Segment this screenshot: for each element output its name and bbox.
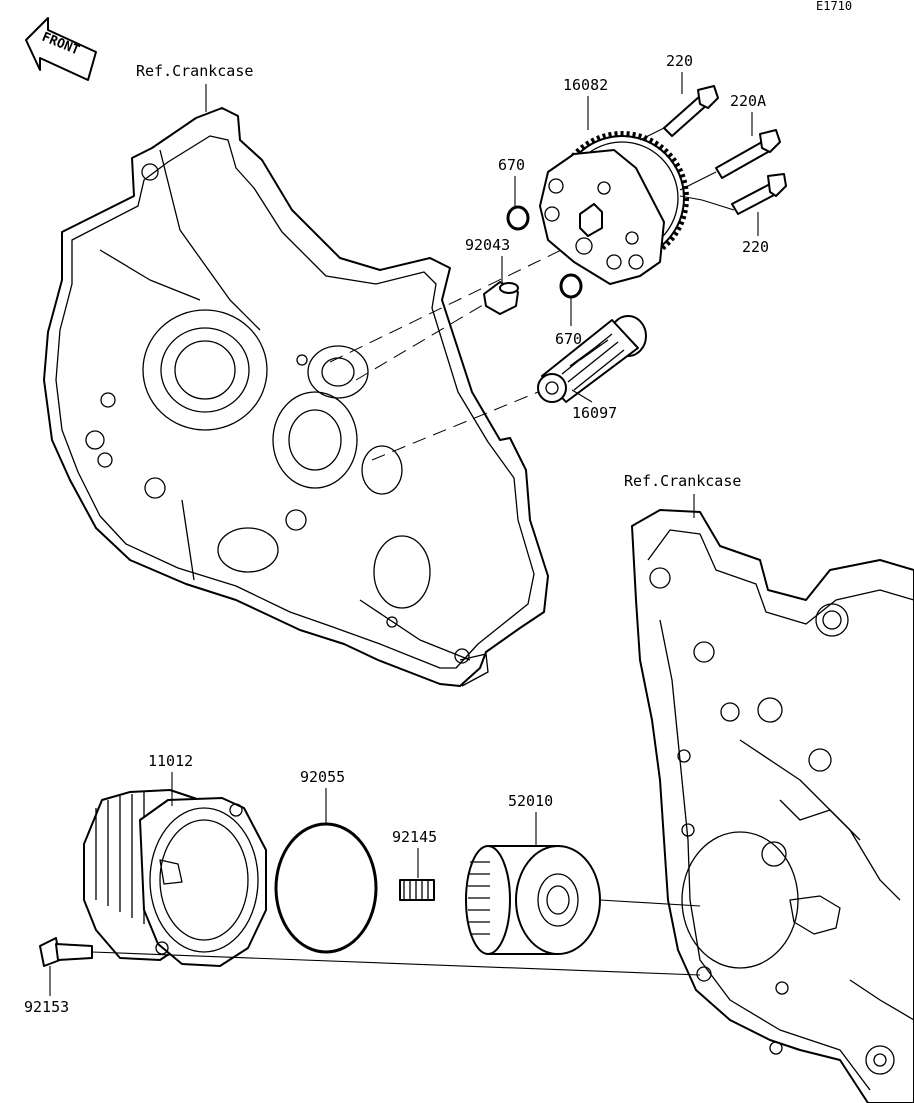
bolt-92153: [39, 937, 93, 967]
dowel-pin-92043: [483, 281, 519, 315]
part-16097-label: 16097: [572, 404, 617, 422]
lower-crankcase: [631, 509, 914, 1103]
part-220-top-label: 220: [666, 52, 693, 70]
bolt-220-top: [663, 85, 719, 137]
part-16082-label: 16082: [563, 76, 608, 94]
bolt-220a: [715, 129, 781, 179]
o-ring-670-bottom: [559, 273, 583, 299]
diagram-code: E1710: [816, 0, 852, 13]
bolt-220-right: [731, 173, 787, 215]
ref-crankcase-upper-label: Ref.Crankcase: [136, 62, 253, 80]
part-52010-label: 52010: [508, 792, 553, 810]
part-220-right-label: 220: [742, 238, 769, 256]
o-ring-92055: [274, 822, 378, 954]
part-11012-label: 11012: [148, 752, 193, 770]
upper-crankcase: [43, 107, 549, 687]
oil-filter-52010: [465, 845, 601, 955]
oil-pump-assembly: [539, 131, 689, 285]
part-92153-label: 92153: [24, 998, 69, 1016]
oil-filter-cover-11012: [83, 789, 267, 967]
oil-strainer-16097: [537, 315, 647, 403]
spring-92145: [399, 879, 435, 901]
ref-crankcase-lower-label: Ref.Crankcase: [624, 472, 741, 490]
part-670-bottom-label: 670: [555, 330, 582, 348]
front-arrow-icon: FRONT: [25, 17, 97, 81]
part-92043-label: 92043: [465, 236, 510, 254]
part-92145-label: 92145: [392, 828, 437, 846]
o-ring-670-top: [506, 205, 530, 231]
part-670-top-label: 670: [498, 156, 525, 174]
part-220a-label: 220A: [730, 92, 766, 110]
part-92055-label: 92055: [300, 768, 345, 786]
